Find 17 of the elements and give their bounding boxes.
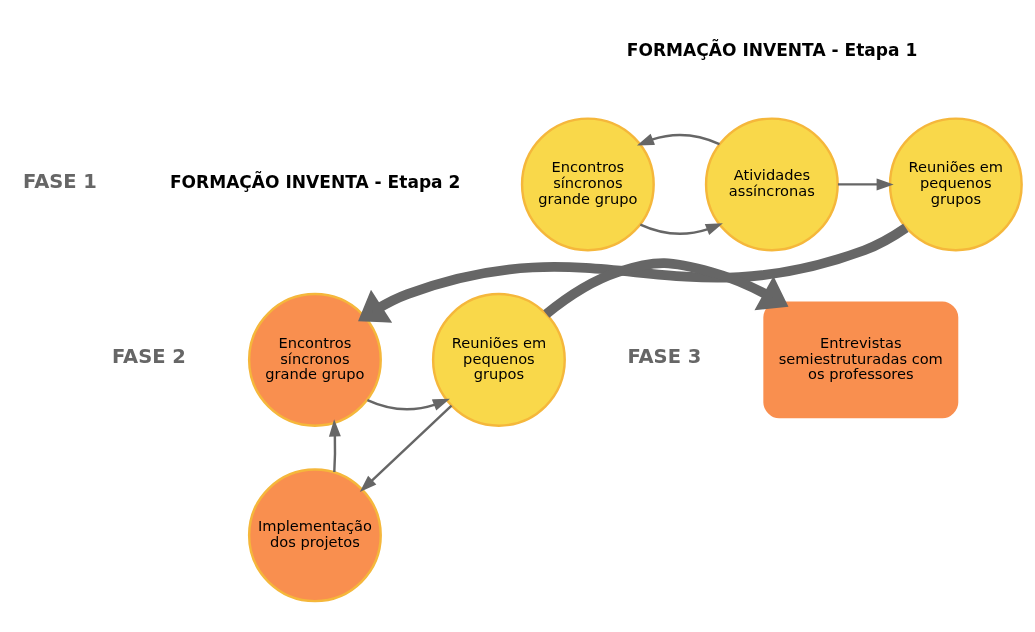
label: FASE 3 [627, 345, 702, 369]
label: FORMAÇÃO INVENTA - Etapa 2 [169, 171, 461, 192]
label: FORMAÇÃO INVENTA - Etapa 1 [626, 40, 918, 61]
arrow [359, 404, 453, 492]
node-circle: Encontros síncronos grande grupo [247, 292, 382, 427]
label: FASE 2 [112, 345, 186, 369]
arrow [838, 178, 894, 191]
node-box: Entrevistas semiestruturadas com os professores [763, 301, 959, 419]
node-circle: Reuniões em pequenos grupos [888, 117, 1023, 252]
arrow [639, 223, 723, 236]
arrow [358, 223, 909, 323]
arrow [636, 133, 720, 146]
arrow [543, 258, 789, 318]
arrow [328, 419, 341, 473]
node-circle: Implementação dos projetos [247, 468, 382, 603]
arrow [366, 398, 450, 411]
label: FASE 1 [23, 169, 97, 193]
